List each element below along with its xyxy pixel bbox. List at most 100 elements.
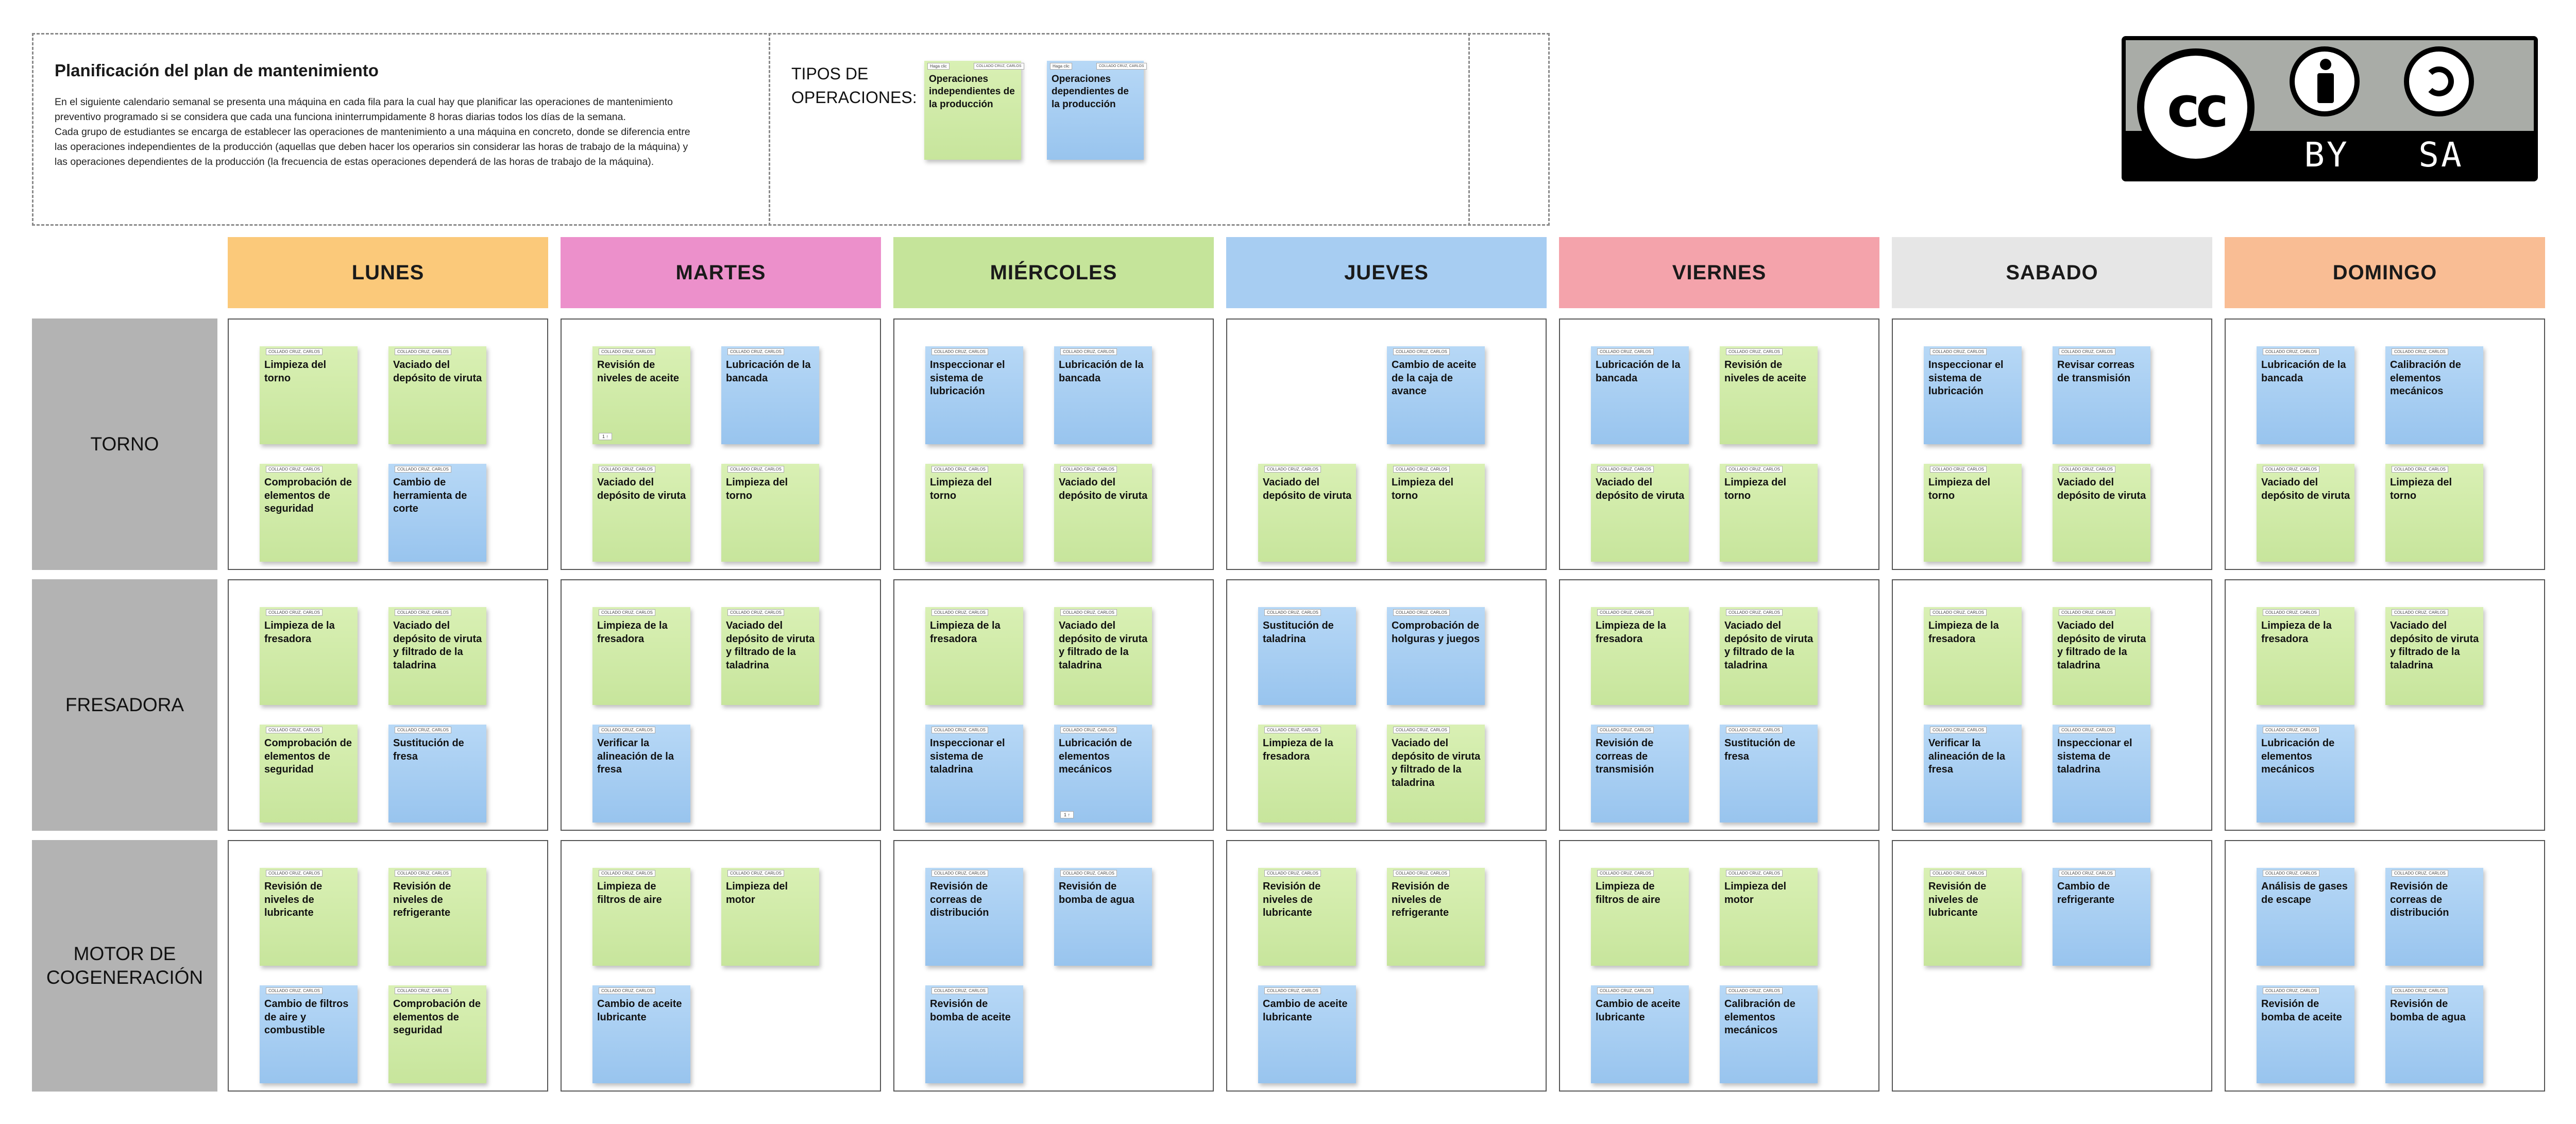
note-author-tag: COLLADO CRUZ, CARLOS xyxy=(395,466,452,473)
note-reaction-badge[interactable]: 1 ↑ xyxy=(1060,811,1074,818)
note-text: Cambio de aceite de la caja de avance xyxy=(1392,359,1477,397)
note-text: Revisión de bomba de aceite xyxy=(930,998,1011,1023)
note-author-tag: COLLADO CRUZ, CARLOS xyxy=(1264,727,1321,733)
note-author-tag: COLLADO CRUZ, CARLOS xyxy=(1393,727,1450,733)
note-text: Limpieza del torno xyxy=(1392,477,1454,501)
note-text: Limpieza de filtros de aire xyxy=(597,881,662,905)
legend-note-independent[interactable]: Haga clic COLLADO CRUZ, CARLOS Operacion… xyxy=(924,61,1024,160)
note-text: Comprobación de elementos de seguridad xyxy=(264,737,352,776)
day-header-miercoles: MIÉRCOLES xyxy=(893,237,1214,308)
note-author-tag: COLLADO CRUZ, CARLOS xyxy=(599,987,656,994)
note-text: Lubricación de elementos mecánicos xyxy=(2261,737,2335,776)
cc-logo-icon: cc xyxy=(2137,48,2255,166)
note-text: Vaciado del depósito de viruta y filtrad… xyxy=(393,620,482,671)
note-text: Limpieza de la fresadora xyxy=(597,620,668,645)
legend-note-dependent[interactable]: Haga clic COLLADO CRUZ, CARLOS Operacion… xyxy=(1047,61,1147,160)
note-author-tag: COLLADO CRUZ, CARLOS xyxy=(2263,727,2320,733)
sticky-note-dependent[interactable]: COLLADO CRUZ, CARLOS Lubricación de eleme… xyxy=(2257,725,2354,823)
note-reaction-badge[interactable]: 1 ↑ xyxy=(599,433,613,440)
note-author-tag: COLLADO CRUZ, CARLOS xyxy=(931,870,989,877)
note-text: Revisión de niveles de refrigerante xyxy=(393,881,451,919)
